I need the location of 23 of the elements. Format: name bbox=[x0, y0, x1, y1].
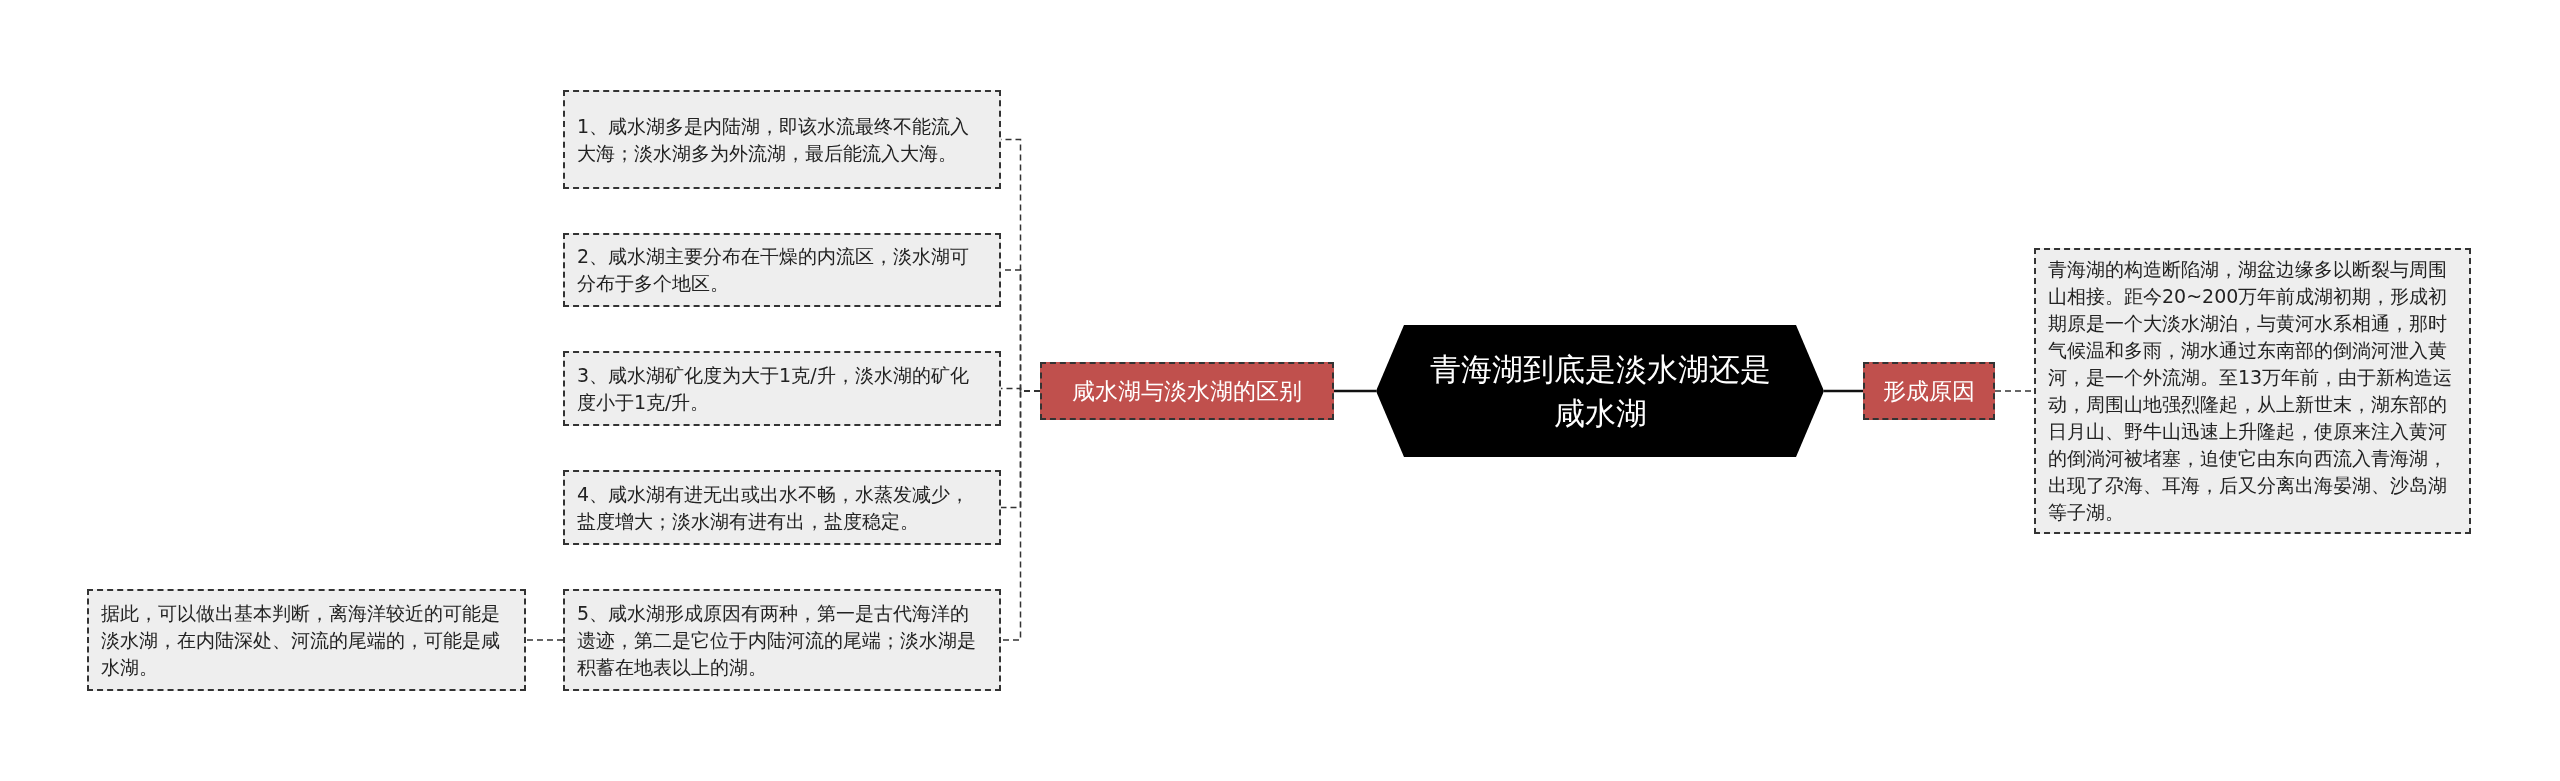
note-box bbox=[563, 470, 1001, 545]
connector bbox=[1334, 389, 1376, 393]
note-text: 青海湖的构造断陷湖，湖盆边缘多以断裂与周围山相接。距今20~200万年前成湖初期，形成初期原是一个大淡水湖泊，与黄河水系相通，那时气候温和多雨，湖水通过东南部的倒淌河泄入黄河，是一个外流湖。至13万年前，由于新构造运动，周围山地强烈隆起，从上新世末，湖东部的日月山、野牛山迅速上升隆起，使原来注入黄河的倒淌河被堵塞，迫使它由东向西流入青海湖，出现了尕海、耳海，后又分离出海晏湖、沙岛湖等子湖。 bbox=[2048, 257, 2454, 525]
connector bbox=[525, 639, 564, 641]
note-text: 3、咸水湖矿化度为大于1克/升，淡水湖的矿化度小于1克/升。 bbox=[577, 362, 970, 415]
note-text: 2、咸水湖主要分布在干燥的内流区，淡水湖可分布于多个地区。 bbox=[577, 244, 971, 296]
branch-box bbox=[1040, 362, 1334, 420]
central-topic-shape bbox=[1376, 325, 1824, 457]
branch-label: 形成原因 bbox=[1883, 376, 1975, 406]
note-box bbox=[563, 351, 1001, 426]
branch-box bbox=[1863, 362, 1995, 420]
connector bbox=[1824, 389, 1863, 393]
connector bbox=[1000, 390, 1041, 641]
note-box bbox=[563, 233, 1001, 307]
note-text: 5、咸水湖形成原因有两种，第一是古代海洋的遗迹，第二是它位于内陆河流的尾端；淡水湖是积蓄在地表以上的湖。 bbox=[577, 600, 977, 680]
note-box bbox=[563, 589, 1001, 691]
topic-title: 青海湖到底是淡水湖还是咸水湖 bbox=[1428, 350, 1772, 433]
note-text: 1、咸水湖多是内陆湖，即该水流最终不能流入大海；淡水湖多为外流湖，最后能流入大海。 bbox=[577, 113, 971, 166]
note-box bbox=[563, 90, 1001, 189]
branch-label: 咸水湖与淡水湖的区别 bbox=[1072, 376, 1302, 406]
note-text: 4、咸水湖有进无出或出水不畅，水蒸发减少，盐度增大；淡水湖有进有出，盐度稳定。 bbox=[577, 481, 971, 534]
note-text: 据此，可以做出基本判断，离海洋较近的可能是淡水湖，在内陆深处、河流的尾端的，可能是咸水湖。 bbox=[101, 600, 501, 680]
note-box bbox=[87, 589, 526, 691]
